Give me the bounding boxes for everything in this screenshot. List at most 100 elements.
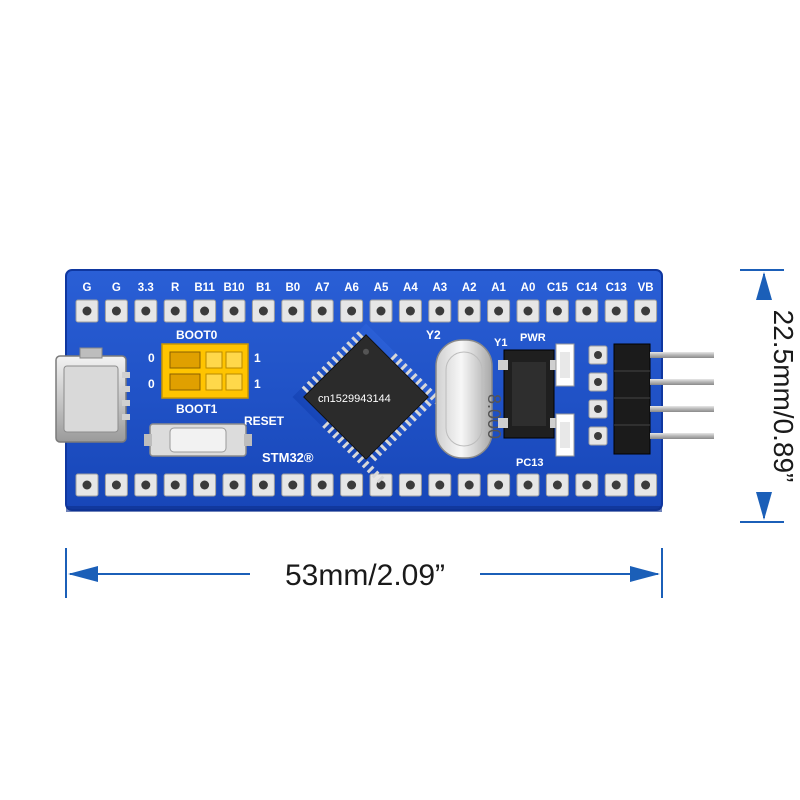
chip-watermark: cn1529943144: [318, 393, 391, 405]
bottom-pin-label: 5V: [580, 512, 594, 524]
bottom-pin-label: B13: [106, 512, 127, 524]
bottom-pin-pad: [457, 473, 481, 497]
top-pin-pad: [251, 299, 275, 323]
top-pin-label: A3: [432, 282, 447, 294]
top-pin-label: C15: [547, 282, 569, 294]
top-pin-pad: [575, 299, 599, 323]
top-pin-label: B11: [194, 282, 215, 294]
height-dimension-label: 22.5mm/0.89”: [768, 310, 799, 483]
top-pin-pad: [222, 299, 246, 323]
top-pin-row: [75, 299, 658, 323]
top-pin-pad: [428, 299, 452, 323]
bottom-pin-pad: [545, 473, 569, 497]
pc13-led: [555, 413, 575, 457]
bottom-pin-pad: [428, 473, 452, 497]
crystal-y1: [498, 349, 560, 439]
bottom-pin-pad: [487, 473, 511, 497]
bottom-pin-pad: [281, 473, 305, 497]
boot-jumper-block: [161, 343, 249, 399]
top-pin-label: A4: [403, 282, 418, 294]
bottom-pin-label: B15: [165, 512, 187, 524]
boot1-label: BOOT1: [176, 402, 218, 416]
swd-pad: [588, 372, 608, 392]
top-pin-pad: [340, 299, 364, 323]
top-pin-label: A7: [315, 282, 330, 294]
top-pin-pad: [104, 299, 128, 323]
bottom-pin-pad: [222, 473, 246, 497]
crystal-y2: [435, 339, 493, 459]
bottom-pin-label: B9: [550, 512, 565, 524]
top-pin-pad: [134, 299, 158, 323]
top-pin-label: G: [83, 282, 92, 294]
bottom-pin-pad: [251, 473, 275, 497]
top-pin-label: 3.3: [138, 282, 154, 294]
bottom-pin-pad: [516, 473, 540, 497]
y2-label: Y2: [426, 328, 441, 342]
top-pin-pad: [369, 299, 393, 323]
pwr-label: PWR: [520, 332, 546, 344]
bottom-pin-label: A11: [283, 512, 304, 524]
jumper-zero-top: 0: [148, 351, 155, 365]
crystal-frequency: 8.000: [484, 394, 504, 439]
bottom-pin-label: B7: [491, 512, 506, 524]
bottom-pin-label: B5: [432, 512, 447, 524]
bottom-pin-label: A15: [341, 512, 363, 524]
swd-pad: [588, 426, 608, 446]
top-pin-label: A2: [462, 282, 477, 294]
top-pin-label: A1: [491, 282, 506, 294]
top-pin-pad: [163, 299, 187, 323]
right-angle-header: [613, 343, 714, 455]
jumper-zero-bottom: 0: [148, 377, 155, 391]
top-pin-label: VB: [638, 282, 654, 294]
bottom-pin-pad: [163, 473, 187, 497]
pwr-led: [555, 343, 575, 387]
top-pin-pad: [487, 299, 511, 323]
bottom-pin-pad: [634, 473, 658, 497]
bottom-pin-label: B4: [403, 512, 418, 524]
top-pin-label: B1: [256, 282, 271, 294]
bottom-pin-pad: [104, 473, 128, 497]
bottom-pin-label: B8: [521, 512, 536, 524]
jumper-one-top: 1: [254, 351, 261, 365]
swd-pad-column: [588, 345, 608, 446]
top-pin-label: C13: [606, 282, 627, 294]
bottom-pin-pad: [604, 473, 628, 497]
top-pin-pad: [281, 299, 305, 323]
top-pin-pad: [310, 299, 334, 323]
top-pin-label: A5: [374, 282, 389, 294]
bottom-pin-pad: [193, 473, 217, 497]
mcu-chip: [292, 323, 453, 484]
top-pin-pad: [634, 299, 658, 323]
bottom-pin-label: 3.3: [638, 512, 654, 524]
top-pin-label: A0: [521, 282, 536, 294]
top-pin-pad: [604, 299, 628, 323]
bottom-pin-pad: [340, 473, 364, 497]
y1-label: Y1: [494, 337, 507, 349]
width-dimension-label: 53mm/2.09”: [285, 559, 445, 592]
top-pin-label: C14: [576, 282, 598, 294]
bottom-pin-label: A10: [253, 512, 274, 524]
bottom-pin-pad: [398, 473, 422, 497]
top-pin-label: R: [171, 282, 180, 294]
top-pin-pad: [545, 299, 569, 323]
reset-button: [144, 423, 252, 457]
top-pin-label: G: [112, 282, 121, 294]
pcb-shadow-edge: [66, 506, 662, 512]
bottom-pin-label: G: [612, 512, 621, 524]
top-pin-pad: [398, 299, 422, 323]
swd-pad: [588, 399, 608, 419]
bottom-pin-pad: [134, 473, 158, 497]
jumper-one-bottom: 1: [254, 377, 261, 391]
pc13-label: PC13: [516, 457, 544, 469]
bottom-pin-pad: [575, 473, 599, 497]
width-dimension: [65, 548, 663, 598]
reset-label: RESET: [244, 414, 285, 428]
height-dimension: [740, 269, 784, 523]
bottom-pin-label: B14: [135, 512, 157, 524]
bottom-pin-pad: [310, 473, 334, 497]
bottom-pin-pad: [75, 473, 99, 497]
top-pin-pad: [457, 299, 481, 323]
bottom-pin-label: B6: [462, 512, 477, 524]
